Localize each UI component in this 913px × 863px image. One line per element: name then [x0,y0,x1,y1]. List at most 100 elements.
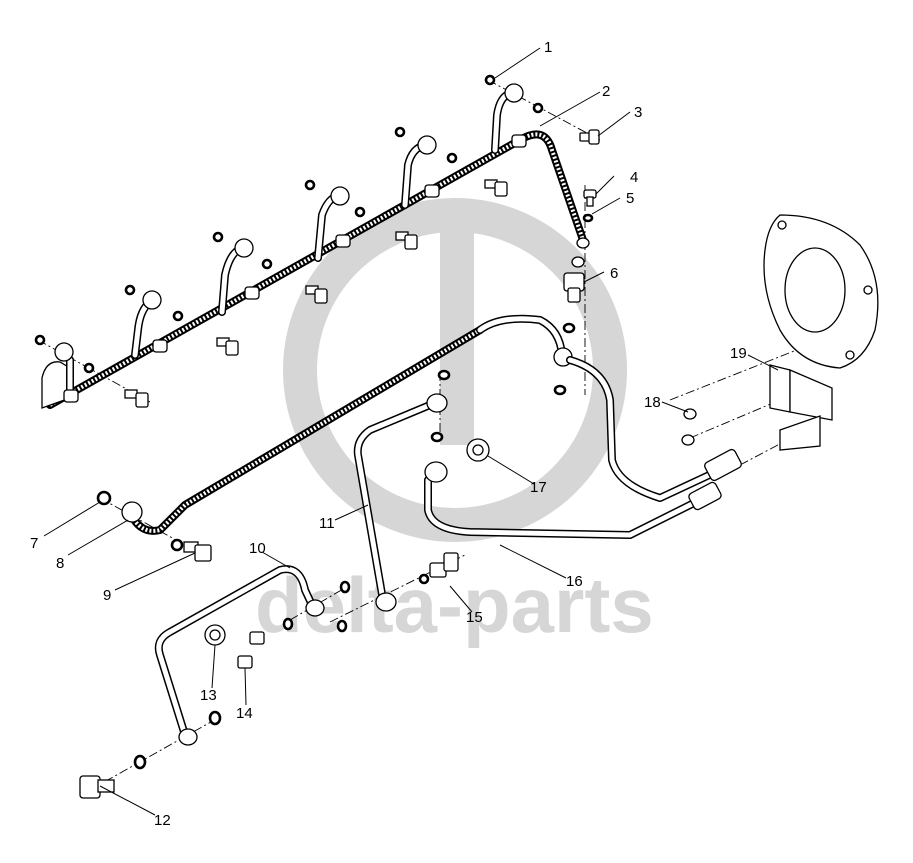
braided-fuel-line [121,314,573,535]
washer [553,384,567,396]
callout-14: 14 [236,705,253,722]
washer [336,619,348,633]
screw-plugs-14 [237,631,265,669]
rail-sleeve [152,339,168,353]
callout-7: 7 [30,535,38,552]
washer [212,231,224,243]
callout-12: 12 [154,812,171,829]
washer [437,369,451,381]
axis-line [689,399,781,439]
banjo-bolt [183,541,212,562]
bolt-12 [79,775,115,799]
callout-10: 10 [249,540,266,557]
callout-19: 19 [730,345,747,362]
banjo-fitting [330,186,350,206]
callout-8: 8 [56,555,64,572]
leader-lines [43,47,779,816]
callout-6: 6 [610,265,618,282]
connector-fitting [563,256,585,303]
callout-17: 17 [530,479,547,496]
injector-fuel-rail [41,83,590,409]
washer [304,179,316,191]
washer [170,538,184,552]
callout-16: 16 [566,573,583,590]
watermark-logo-bar [440,215,474,445]
fitting-17 [466,438,490,462]
banjo-bolt [305,285,328,304]
banjo-bolt [216,337,239,356]
callout-4: 4 [630,169,638,186]
rail-sleeve [244,286,260,300]
rail-outlet-fitting [576,237,590,249]
axis-line [487,79,601,141]
washer [83,362,95,374]
washer [582,213,594,223]
connector-15 [429,552,459,578]
banjo-bolts [124,129,600,562]
callout-3: 3 [634,104,642,121]
banjo-fitting [54,342,74,362]
washer [208,710,222,726]
fuel-pipe-11 [353,393,448,612]
gasket-hole [845,350,855,360]
fuel-pipe-16 [424,356,742,539]
sealing-washers [34,74,594,770]
gasket-hole [777,220,787,230]
gasket [763,214,879,369]
washer [562,322,576,334]
washer [484,74,496,86]
rail-sleeve [511,134,527,148]
banjo-fitting [305,599,325,617]
rail-sleeve [424,184,440,198]
callout-11: 11 [319,515,335,532]
banjo-bolt [124,389,149,408]
callout-15: 15 [466,609,483,626]
callout-9: 9 [103,587,111,604]
washer [339,580,351,594]
banjo-fitting [121,501,143,523]
callout-18: 18 [644,394,661,411]
banjo-fitting [417,135,437,155]
washer [394,126,406,138]
axis-line [89,717,219,791]
washer [446,152,458,164]
callouts: 1 2 3 4 5 6 7 8 9 10 11 12 13 14 15 16 1… [30,39,747,829]
rail-sleeve [335,234,351,248]
axis-line [739,427,811,466]
callout-5: 5 [626,190,634,207]
callout-1: 1 [544,39,552,56]
mounting-bracket [769,364,833,451]
fitting-13 [204,624,226,646]
washer [418,573,430,585]
watermark: delta-parts [255,198,654,649]
banjo-bolt [395,231,418,250]
washer [172,310,184,322]
washer [261,258,273,270]
callout-13: 13 [200,687,217,704]
elbow-fitting [424,461,448,483]
washer [133,754,147,770]
bent-fuel-pipe [154,565,325,746]
callout-2: 2 [602,83,610,100]
banjo-fitting [375,592,397,612]
rail-sleeve [63,389,79,403]
banjo-bolt [484,179,508,197]
washer [532,102,544,114]
hose-fitting [704,448,742,482]
banjo-fitting [142,290,162,310]
banjo-bolt [579,129,600,145]
bleed-screw [583,189,597,207]
washer [430,431,444,443]
washer [282,617,294,631]
washer [96,490,112,506]
banjo-fitting [234,238,254,258]
washer [124,284,136,296]
washer [34,334,46,346]
banjo-fitting [426,393,448,413]
banjo-fitting [178,728,198,746]
hose-fitting [688,481,722,511]
screw-18 [681,408,697,446]
gasket-hole [863,285,873,295]
washer [354,206,366,218]
